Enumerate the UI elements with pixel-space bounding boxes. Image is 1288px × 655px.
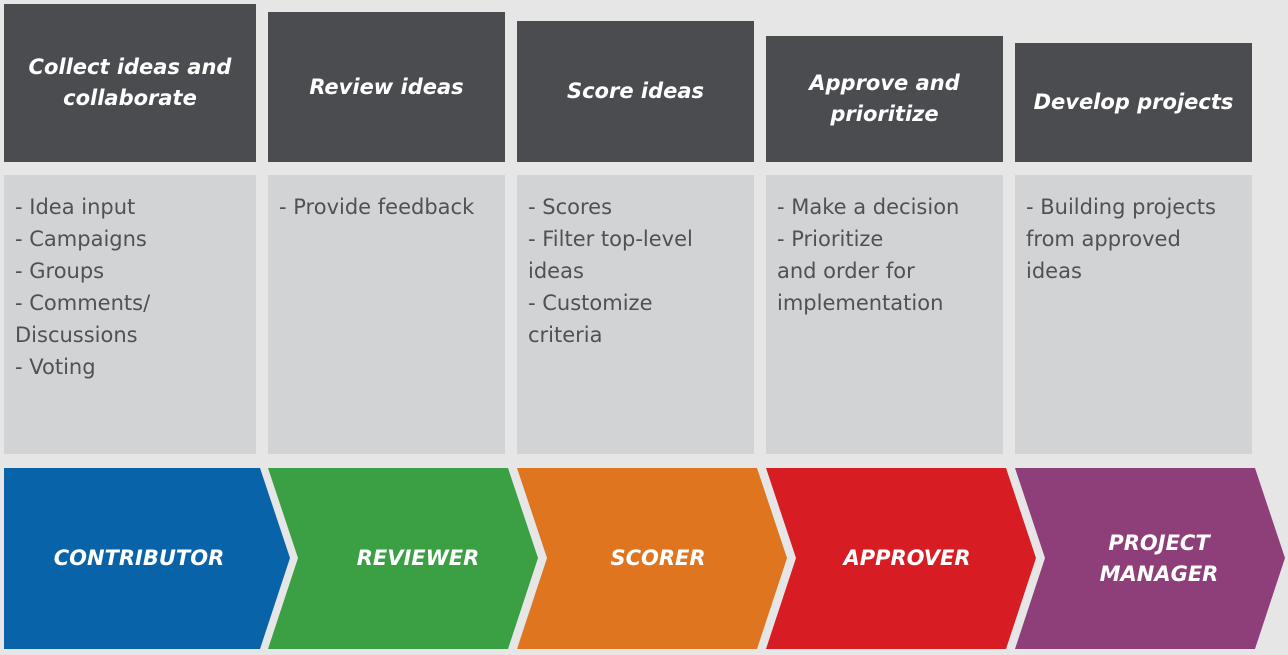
- stage-header-line: Approve and: [809, 71, 960, 95]
- role-chevron-approver: [766, 468, 1036, 649]
- stage-item: - Voting: [15, 355, 96, 379]
- role-label-project-manager: PROJECT MANAGER: [1045, 468, 1273, 649]
- stage-item: and order for: [777, 259, 915, 283]
- stage-header-line: prioritize: [830, 102, 939, 126]
- stage-item: - Customize: [528, 291, 653, 315]
- stage-item: - Campaigns: [15, 227, 147, 251]
- role-chevron-contributor: [4, 468, 290, 649]
- stage-body-approve: - Make a decision - Prioritize and order…: [766, 175, 1003, 454]
- role-chevron-project-manager: [1015, 468, 1285, 649]
- role-chevron-reviewer: [268, 468, 538, 649]
- stage-item: Discussions: [15, 323, 138, 347]
- stage-header-line: Develop projects: [1033, 90, 1234, 114]
- role-label-line: REVIEWER: [356, 546, 480, 570]
- stage-header-develop: Develop projects: [1015, 43, 1252, 162]
- stage-header-approve: Approve and prioritize: [766, 36, 1003, 162]
- stage-item: - Groups: [15, 259, 105, 283]
- stage-item: criteria: [528, 323, 603, 347]
- stage-item: - Comments/: [15, 291, 151, 315]
- stage-item: - Prioritize: [777, 227, 884, 251]
- stage-header-line: Score ideas: [566, 79, 705, 103]
- stage-item: - Idea input: [15, 195, 136, 219]
- stage-item: implementation: [777, 291, 944, 315]
- stage-header-score: Score ideas: [517, 21, 754, 162]
- stage-header-line: Review ideas: [309, 74, 464, 99]
- stage-header-line: Collect ideas and: [28, 55, 232, 79]
- stage-header-review: Review ideas: [268, 12, 505, 162]
- stage-item: - Provide feedback: [279, 195, 475, 219]
- role-label-contributor: CONTRIBUTOR: [4, 468, 274, 649]
- stage-body-score: - Scores - Filter top-level ideas - Cust…: [517, 175, 754, 454]
- stage-body-review: - Provide feedback: [268, 175, 505, 454]
- role-label-line: PROJECT: [1108, 530, 1210, 555]
- role-label-line: APPROVER: [843, 546, 971, 570]
- role-label-line: MANAGER: [1099, 561, 1219, 586]
- role-label-line: SCORER: [610, 546, 706, 570]
- role-label-reviewer: REVIEWER: [298, 468, 538, 649]
- stage-item: - Make a decision: [777, 195, 960, 219]
- stage-item: - Filter top-level: [528, 227, 693, 251]
- stage-item: ideas: [528, 259, 584, 283]
- role-label-line: CONTRIBUTOR: [53, 546, 225, 570]
- role-label-approver: APPROVER: [796, 468, 1018, 649]
- stage-item: - Building projects: [1026, 195, 1216, 219]
- role-chevron-scorer: [517, 468, 787, 649]
- stage-body-develop: - Building projects from approved ideas: [1015, 175, 1252, 454]
- role-label-scorer: SCORER: [547, 468, 769, 649]
- stage-body-collect: - Idea input - Campaigns - Groups - Comm…: [4, 175, 256, 454]
- stage-item: ideas: [1026, 259, 1082, 283]
- stage-header-line: collaborate: [63, 86, 197, 110]
- stage-header-collect: Collect ideas and collaborate: [4, 4, 256, 162]
- stage-item: - Scores: [528, 195, 613, 219]
- stage-item: from approved: [1026, 227, 1181, 251]
